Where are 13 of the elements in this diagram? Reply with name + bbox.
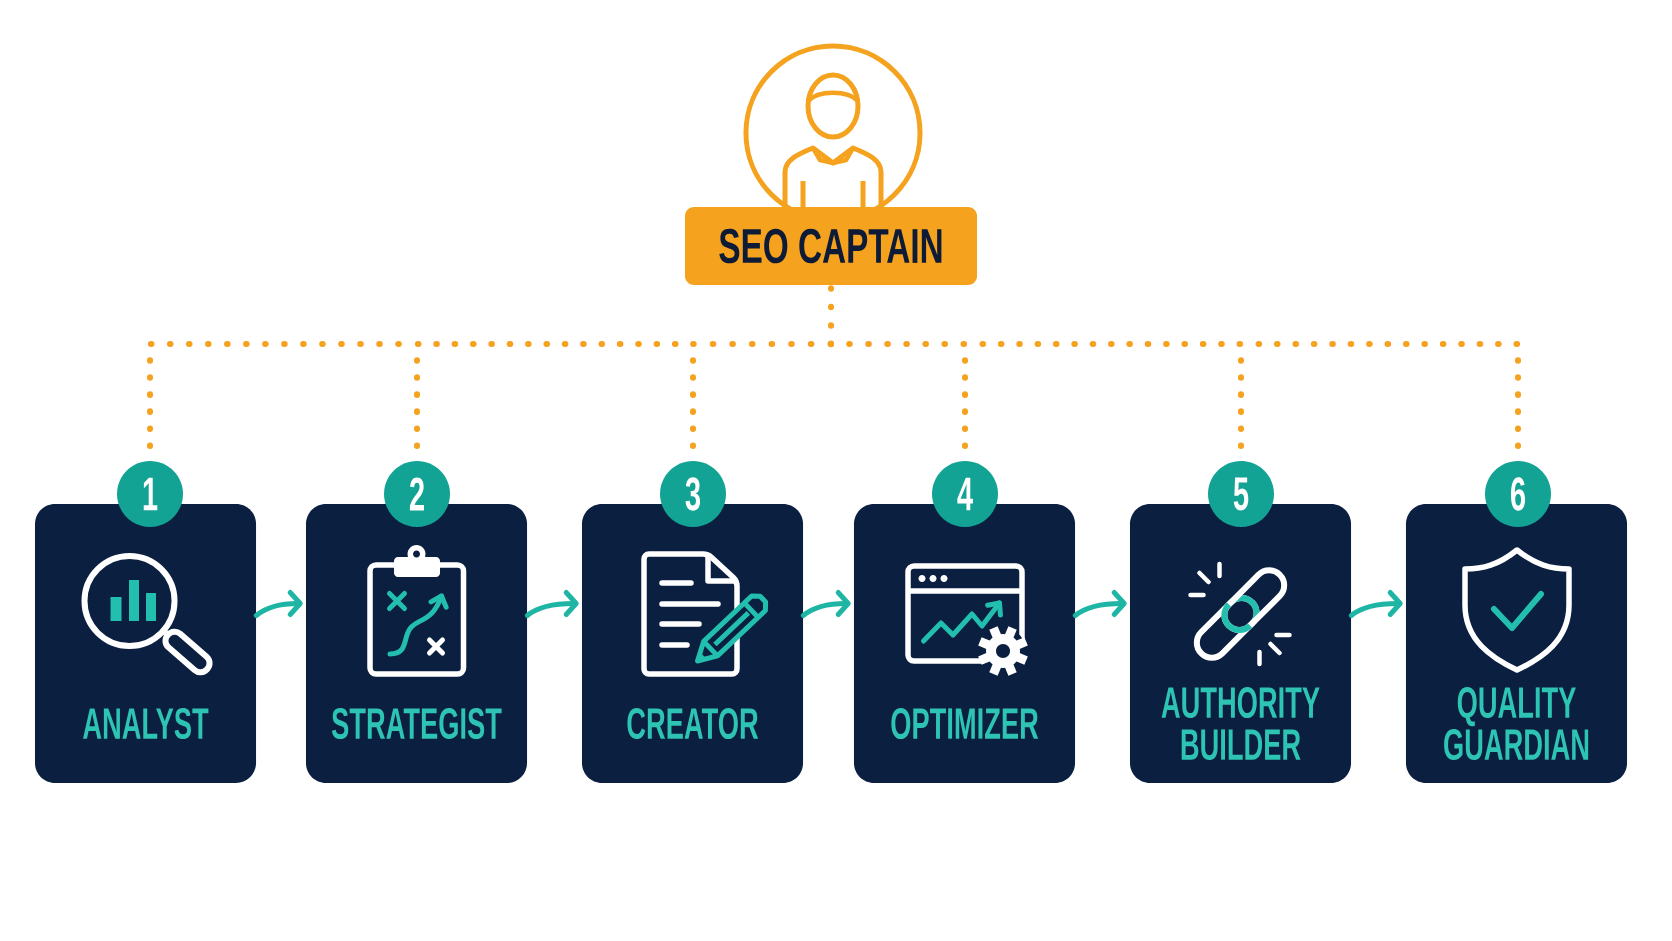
dotted-line — [147, 285, 1521, 450]
number-badge: 3 — [660, 461, 726, 527]
arrow — [1072, 590, 1127, 618]
arrow — [524, 590, 579, 618]
number-badge: 1 — [117, 461, 183, 527]
arrow — [253, 590, 303, 618]
number-badge: 5 — [1208, 461, 1274, 527]
arrow — [800, 590, 851, 618]
arrow — [1348, 590, 1403, 618]
title-banner: SEO CAPTAIN — [684, 207, 978, 285]
number-badge: 2 — [384, 461, 450, 527]
number-badge: 4 — [932, 461, 998, 527]
number-badge: 6 — [1485, 461, 1551, 527]
